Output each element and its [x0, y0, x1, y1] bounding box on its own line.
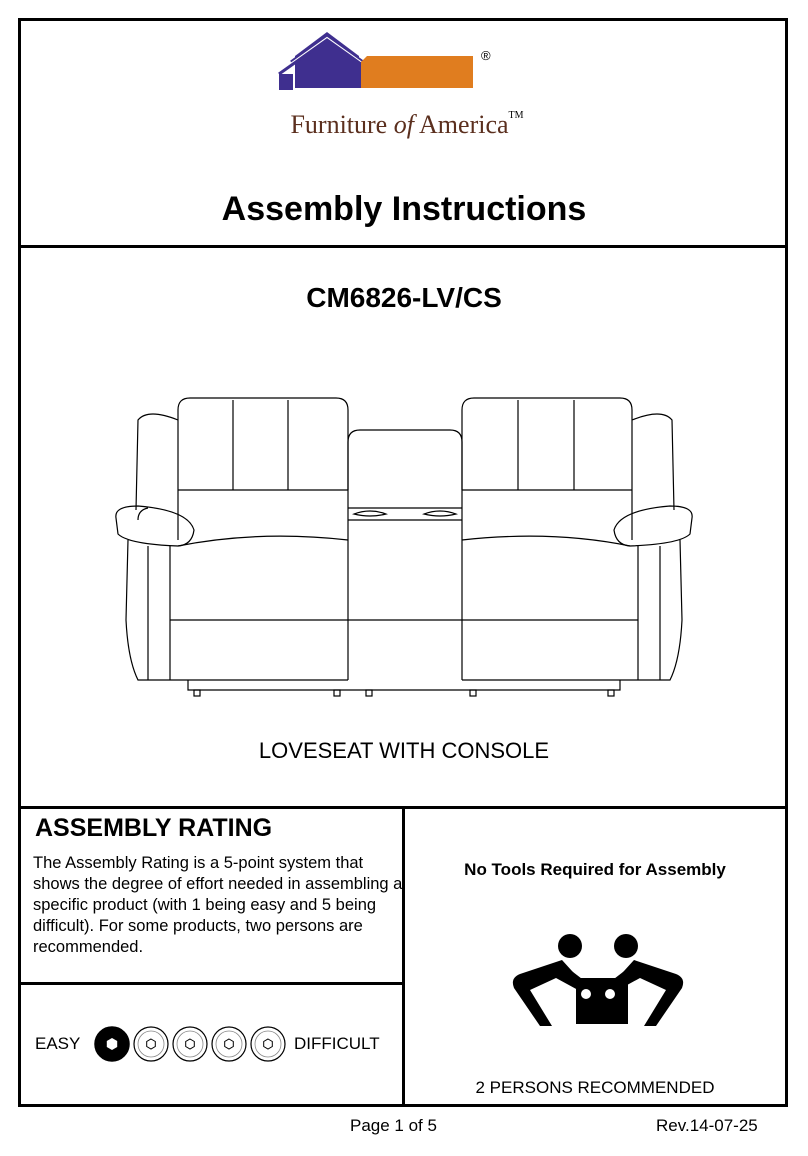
persons-recommended: 2 PERSONS RECOMMENDED: [475, 1078, 715, 1097]
rating-heading: ASSEMBLY RATING: [35, 814, 273, 842]
rating-dots: [94, 1026, 286, 1062]
house-orange-shape: [361, 56, 473, 88]
brand-name: Furniture: [290, 110, 388, 139]
rating-dot-1: [94, 1026, 130, 1062]
rating-dot-4: [211, 1026, 247, 1062]
brand-wordmark: Furniture of AmericaTM: [257, 110, 557, 140]
revision-label: Rev.14-07-25: [656, 1116, 758, 1135]
registered-mark: ®: [481, 48, 491, 63]
page-number: Page 1 of 5: [350, 1116, 437, 1135]
divider-header: [18, 245, 788, 248]
product-caption: LOVESEAT WITH CONSOLE: [258, 738, 550, 763]
rating-dot-2: [133, 1026, 169, 1062]
page-title: Assembly Instructions: [221, 190, 587, 228]
brand-logo: ® Furniture of AmericaTM: [255, 28, 555, 158]
difficult-label: DIFFICULT: [294, 1034, 380, 1053]
no-tools-note: No Tools Required for Assembly: [464, 860, 726, 879]
two-persons-icon: [512, 934, 684, 1026]
rating-dot-3: [172, 1026, 208, 1062]
brand-america: America: [419, 110, 509, 139]
easy-label: EASY: [35, 1034, 81, 1053]
brand-of: of: [393, 110, 414, 139]
divider-vertical: [402, 806, 405, 1107]
house-logo-icon: [278, 32, 473, 90]
model-number: CM6826-LV/CS: [306, 282, 502, 313]
loveseat-illustration: [115, 397, 693, 697]
rating-dot-5: [250, 1026, 286, 1062]
divider-rating: [18, 982, 404, 985]
trademark-mark: TM: [508, 110, 524, 121]
rating-description: The Assembly Rating is a 5-point system …: [33, 854, 403, 956]
